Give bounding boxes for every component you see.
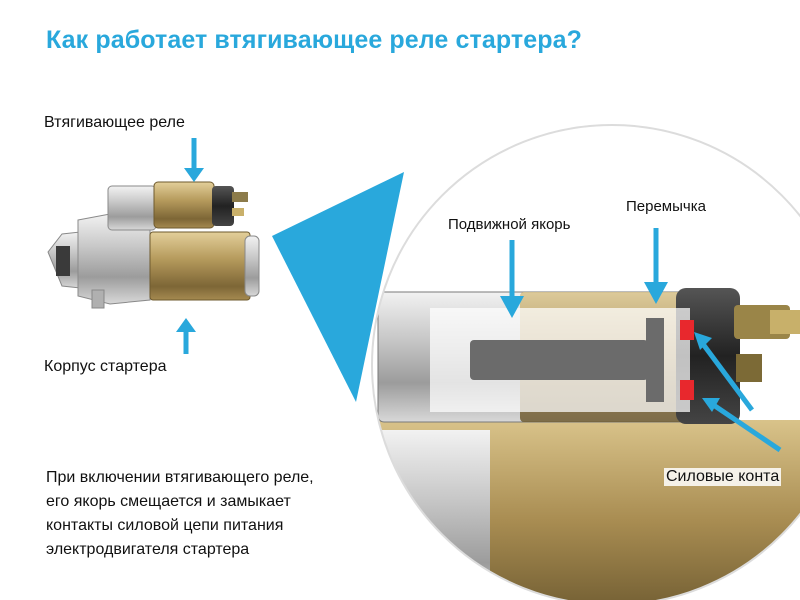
pinion-gear <box>56 246 70 276</box>
starter-illustration <box>47 181 260 309</box>
terminal-small <box>232 208 244 216</box>
caption-line-2: его якорь смещается и замыкает <box>46 493 291 510</box>
relay-pointer-arrow <box>184 138 204 182</box>
solenoid-cap <box>212 186 234 226</box>
zoom-front-housing <box>372 430 490 600</box>
solenoid-front <box>107 185 157 231</box>
jumper-pointer-arrow <box>644 228 668 304</box>
zoom-circle-border <box>371 124 800 600</box>
starter-housing-body <box>149 231 251 301</box>
movable-armature-label: Подвижной якорь <box>448 216 571 233</box>
jumper-plate <box>646 318 664 402</box>
explanation-caption: При включении втягивающего реле, его яко… <box>46 466 406 562</box>
retractor-relay-label: Втягивающее реле <box>44 114 185 131</box>
mount-lug <box>91 289 105 309</box>
power-contacts-label: Силовые конта <box>664 468 782 486</box>
page-title: Как работает втягивающее реле стартера? <box>46 26 582 54</box>
end-cap <box>244 235 260 297</box>
armature-pointer-arrow <box>500 240 524 318</box>
housing-pointer-arrow <box>176 318 196 354</box>
zoom-callout-triangle <box>272 172 404 402</box>
zoom-circle-content <box>372 125 800 600</box>
contacts-pointer-arrows <box>694 332 782 453</box>
retractor-relay-body <box>153 181 215 229</box>
caption-line-4: электродвигателя стартера <box>46 541 250 558</box>
power-contact-top <box>680 320 694 340</box>
terminal-bolt <box>232 192 248 202</box>
starter-housing-label: Корпус стартера <box>44 358 167 375</box>
movable-armature <box>470 340 648 380</box>
caption-line-3: контакты силовой цепи питания <box>46 517 284 534</box>
zoom-terminal-nut <box>770 310 800 334</box>
zoom-terminal-small <box>736 354 762 382</box>
caption-line-1: При включении втягивающего реле, <box>46 469 314 486</box>
jumper-label: Перемычка <box>626 198 706 215</box>
power-contact-bottom <box>680 380 694 400</box>
